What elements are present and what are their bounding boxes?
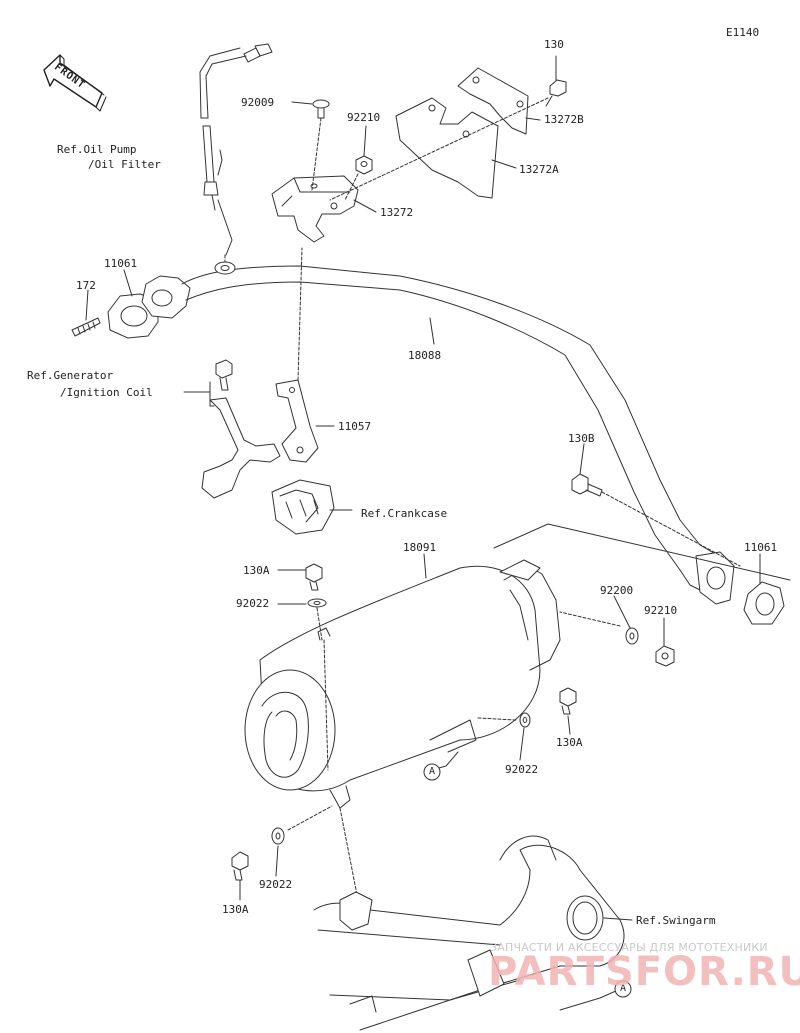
- callout-172: 172: [76, 279, 96, 292]
- crankcase-ref-part: [271, 479, 335, 535]
- ref-crankcase: Ref.Crankcase: [361, 507, 448, 520]
- callout-130a-top: 130A: [243, 564, 270, 577]
- oil-hose-part: [199, 43, 273, 256]
- watermark-brand: PARTSFOR.RU: [488, 949, 800, 995]
- callout-92210-right: 92210: [644, 604, 678, 617]
- callout-92200: 92200: [600, 584, 634, 597]
- front-arrow-icon: [43, 54, 107, 112]
- ref-generator-line2: /Ignition Coil: [60, 386, 153, 399]
- washer-92022-bottom: [271, 827, 285, 845]
- callout-18091: 18091: [403, 541, 437, 554]
- ref-oil-pump-line2: /Oil Filter: [88, 158, 161, 171]
- ref-oil-pump-line1: Ref.Oil Pump: [57, 143, 137, 156]
- callout-92022-right: 92022: [505, 763, 539, 776]
- callout-11061-left: 11061: [104, 257, 138, 270]
- bolt-130: [329, 79, 567, 201]
- ref-generator-line1: Ref.Generator: [27, 369, 114, 382]
- callout-13272a: 13272A: [519, 163, 559, 176]
- marker-a-left-circle: [423, 763, 441, 781]
- swingarm-ref-part: [313, 835, 625, 1031]
- heat-shield-13272b: [457, 67, 529, 135]
- callout-11061-right: 11061: [744, 541, 778, 554]
- callout-11057: 11057: [338, 420, 372, 433]
- heat-shield-13272a: [395, 97, 499, 199]
- callout-92022-top: 92022: [236, 597, 270, 610]
- bolt-130a-right: [477, 687, 577, 728]
- callout-92009: 92009: [241, 96, 275, 109]
- callout-18088: 18088: [408, 349, 442, 362]
- callout-92022-bottom: 92022: [259, 878, 293, 891]
- callout-130: 130: [544, 38, 564, 51]
- callout-13272b: 13272B: [544, 113, 584, 126]
- callout-92210-top: 92210: [347, 111, 381, 124]
- watermark-caption: ЗАПЧАСТИ И АКСЕССУАРЫ ДЛЯ МОТОТЕХНИКИ: [490, 941, 768, 954]
- bolt-92009: [311, 99, 330, 191]
- nut-92210-right: [655, 645, 675, 667]
- bolt-130a-top: [305, 563, 327, 641]
- muffler-18091: [244, 559, 561, 809]
- stud-172: [71, 317, 101, 337]
- bolt-130b: [571, 473, 741, 567]
- ref-swingarm: Ref.Swingarm: [636, 914, 716, 927]
- callout-130a-bottom: 130A: [222, 903, 249, 916]
- callout-13272: 13272: [380, 206, 414, 219]
- callout-130a-right: 130A: [556, 736, 583, 749]
- bolt-130a-bottom: [231, 851, 249, 881]
- rubber-mount: [214, 261, 236, 275]
- marker-a-right: A: [619, 983, 627, 994]
- bracket-11057: [201, 247, 319, 499]
- callout-130b: 130B: [568, 432, 595, 445]
- figure-code: E1140: [726, 26, 760, 39]
- gasket-11061-right: [743, 581, 785, 625]
- leader-lines: [85, 55, 791, 1011]
- washer-92200: [625, 627, 639, 645]
- marker-a-left: A: [428, 766, 436, 777]
- bracket-13272: [271, 175, 359, 243]
- marker-a-right-circle: [614, 980, 632, 998]
